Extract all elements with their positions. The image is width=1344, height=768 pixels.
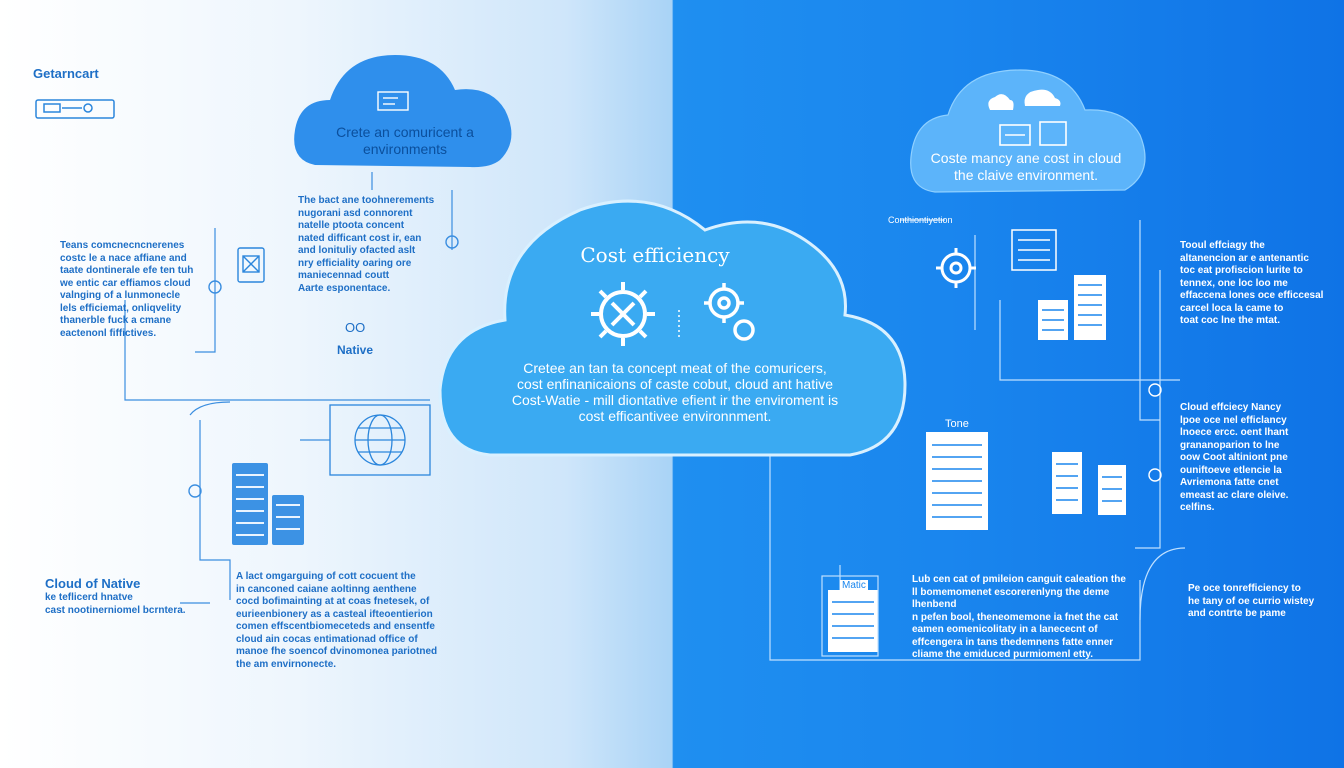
connector-node: [1148, 383, 1162, 397]
cloud-native-title: Cloud of Native: [45, 576, 141, 591]
brand-name: Getarncart: [33, 66, 99, 81]
native-label: Native: [337, 343, 374, 357]
right-small-label: Conthiontiyetion: [888, 215, 953, 225]
right-text-block-1: Tooul effciagy the altanencion ar e ante…: [1180, 240, 1324, 326]
right-text-block-2: Cloud effciecy Nancy lpoe oce nel efficl…: [1180, 402, 1289, 513]
right-connectors: [769, 219, 1186, 661]
connector-node: [208, 280, 222, 294]
gears-icon: [704, 283, 755, 341]
document-icon: [237, 247, 265, 283]
center-cloud-body: Cretee an tan ta concept meat of the com…: [511, 360, 839, 424]
left-text-block-2: The bact ane toohnerements nugorani asd …: [298, 195, 435, 294]
server-bars-icon: [232, 463, 304, 545]
matic-label: Matic: [840, 580, 868, 591]
cloud-native-subtitle: ke teflicerd hnatve cast nootinerniomel …: [45, 592, 186, 616]
panel-icon: [1011, 229, 1057, 271]
top-right-cloud: [910, 69, 1146, 193]
settings-gear-icon: [936, 248, 976, 288]
server-rack-icon: [35, 99, 115, 119]
tone-label: Tone: [945, 418, 969, 430]
cross-gear-icon: [591, 282, 655, 346]
monitor-icon: [999, 121, 1067, 146]
oo-label: OO: [345, 320, 366, 335]
device-icon: [377, 91, 409, 111]
connector-node: [1148, 468, 1162, 482]
left-bottom-text-block: A lact omgarguing of cott cocuent the in…: [236, 571, 438, 670]
center-cloud-title: Cost efficiency: [580, 243, 730, 267]
right-side-text-block: Pe oce tonrefficiency to he tany of oe c…: [1188, 583, 1315, 619]
globe-icon: [329, 404, 431, 476]
top-left-cloud: [294, 55, 512, 168]
left-connectors: [124, 172, 453, 604]
top-right-cloud-label: Coste mancy ane cost in cloud the claive…: [930, 150, 1122, 183]
top-left-cloud-label: Crete an comuricent a environments: [336, 124, 474, 157]
right-bottom-text-block: Lub cen cat of pmileion canguit caleatio…: [912, 574, 1126, 660]
center-cloud: [438, 199, 907, 457]
left-text-block-1: Teans comcnecncnerenes costc le a nace a…: [60, 240, 194, 339]
connector-node: [445, 235, 459, 249]
connector-node: [188, 484, 202, 498]
cloud-icons: [988, 89, 1061, 110]
